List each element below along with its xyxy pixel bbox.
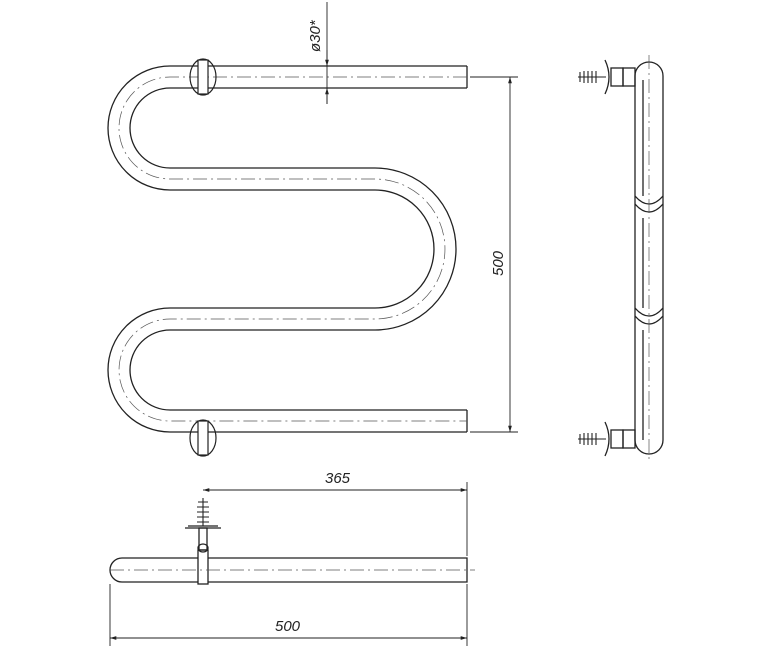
top-bracket	[189, 58, 217, 96]
mount-offset-label: 365	[325, 470, 351, 487]
side-view-screw-bottom	[578, 433, 606, 445]
top-view-rail	[109, 525, 468, 585]
front-view-rail	[107, 65, 468, 433]
mount-offset-dimension	[203, 482, 468, 556]
height-label: 500	[490, 250, 507, 276]
width-label: 500	[275, 618, 301, 635]
diameter-label: ø30*	[307, 19, 324, 52]
side-view-rail	[604, 59, 664, 457]
bottom-bracket	[189, 419, 217, 457]
rail-centerline	[118, 76, 467, 422]
width-dimension	[109, 584, 468, 646]
height-dimension	[470, 76, 518, 433]
side-view-screw-top	[578, 71, 606, 83]
top-view-screw	[197, 498, 209, 526]
